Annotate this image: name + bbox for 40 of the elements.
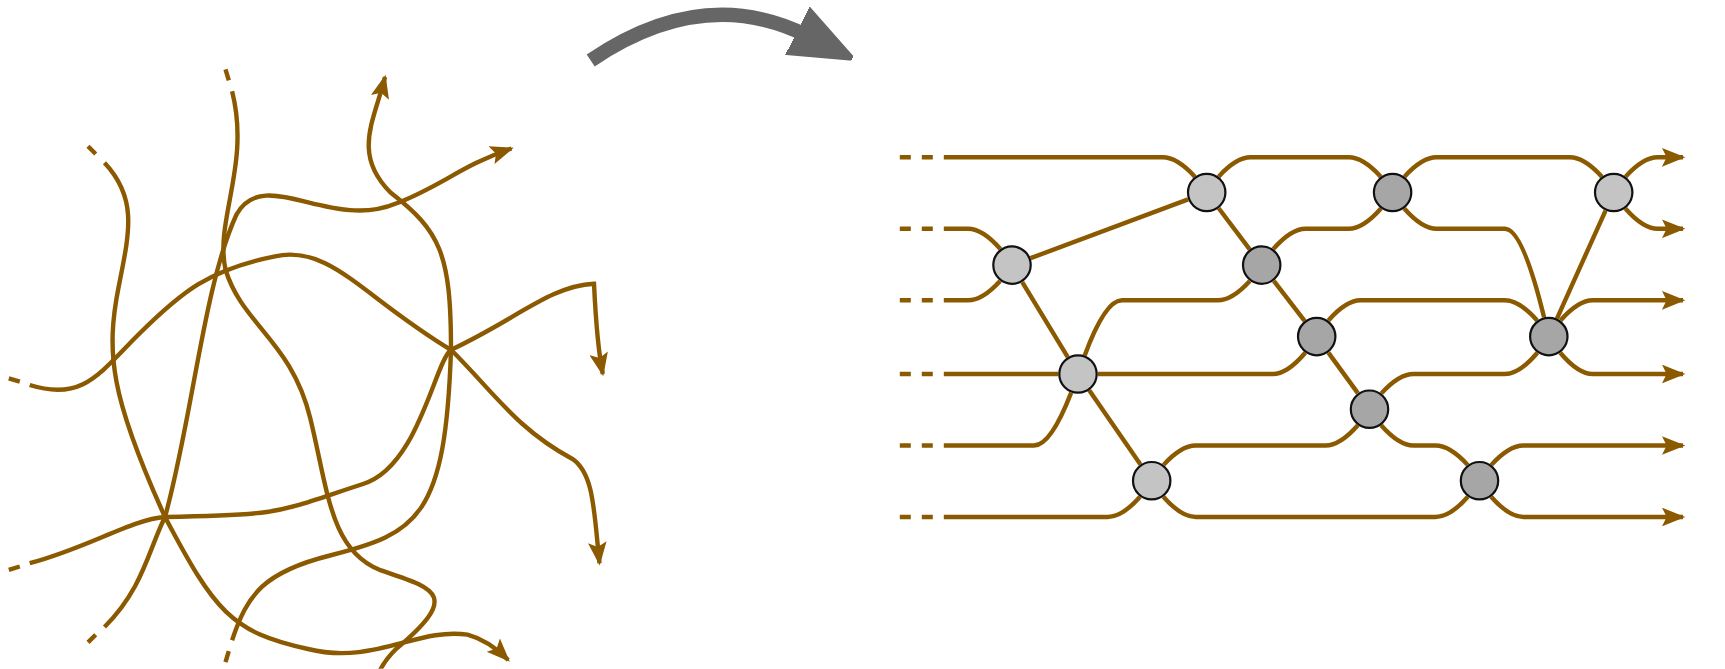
connector-line [1379, 351, 1539, 395]
connector-line [1379, 423, 1470, 467]
connector-line [1554, 209, 1608, 320]
connector-line [897, 494, 1143, 520]
connector-line [897, 278, 1003, 303]
connector-line [1082, 279, 1252, 357]
connector-line [1623, 147, 1686, 179]
junction-circle [1529, 316, 1569, 357]
connector-line [1162, 423, 1360, 467]
connector-line [1029, 197, 1189, 261]
junction-circle [992, 245, 1032, 285]
connector-line [1272, 279, 1307, 323]
connector-line [1087, 389, 1143, 466]
junction-circle [1241, 245, 1282, 285]
junction-circle [1296, 316, 1337, 357]
junction-circle [1186, 172, 1227, 213]
junction-circle [1459, 460, 1500, 501]
junction-circle [1349, 389, 1390, 429]
connector-line [897, 390, 1074, 448]
junction-circle [1131, 460, 1172, 501]
connector-line [1216, 206, 1252, 251]
connector-line [1402, 155, 1604, 179]
connector-line [1271, 207, 1383, 251]
connector-line [1489, 436, 1686, 467]
connector-line [1489, 495, 1686, 527]
junction-circle [1058, 354, 1098, 394]
connector-line [1558, 290, 1686, 323]
connector-line [1402, 207, 1547, 318]
connector-line [1161, 495, 1470, 520]
connector-line [1020, 280, 1070, 359]
connector-line [1326, 351, 1360, 395]
connector-line [1217, 155, 1383, 179]
connector-line [1623, 207, 1686, 239]
connector-line [1558, 351, 1686, 384]
connector-line [1097, 351, 1307, 377]
junction-circle [1372, 172, 1413, 213]
connector-line [897, 226, 1003, 252]
junction-circle [1593, 172, 1634, 213]
connector-line [897, 155, 1197, 179]
connector-line [1326, 298, 1539, 323]
